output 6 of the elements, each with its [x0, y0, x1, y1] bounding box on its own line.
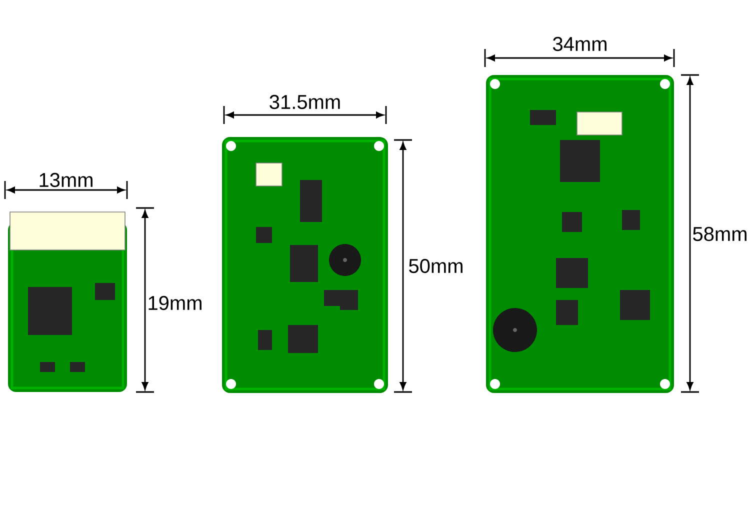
dimension-label: 34mm — [552, 36, 606, 52]
dimension-label: 19mm — [148, 296, 202, 310]
dimension-label: 58mm — [693, 226, 746, 242]
dimension-label: 13mm — [40, 172, 92, 188]
dimension-label: 31.5mm — [270, 94, 340, 110]
dimension-label: 50mm — [409, 258, 462, 274]
